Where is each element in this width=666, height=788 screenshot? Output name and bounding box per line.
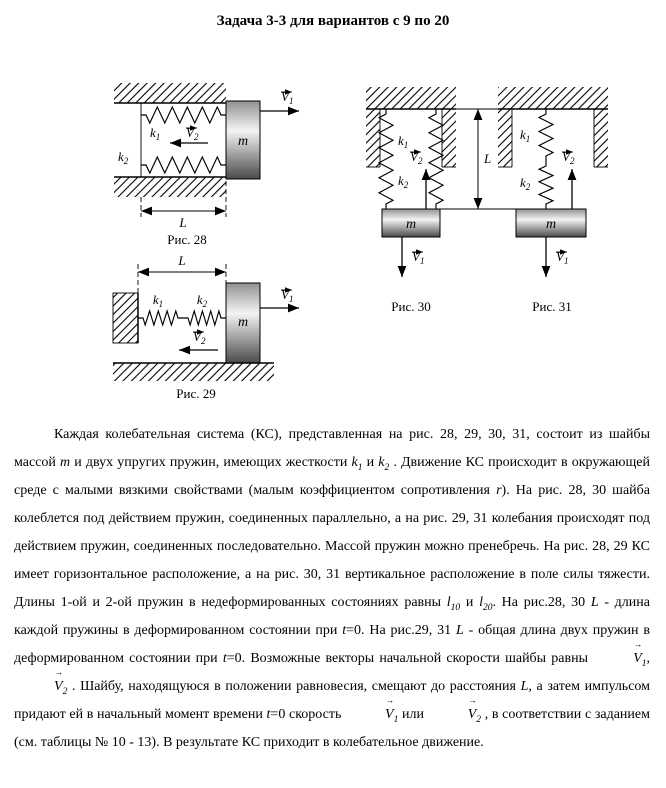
- figure-caption: Рис. 30: [391, 299, 430, 314]
- svg-text:V1: V1: [412, 249, 424, 266]
- dimension-L-group: L: [440, 108, 516, 210]
- wall-top-hatch: [114, 83, 226, 103]
- page-title: Задача 3-3 для вариантов с 9 по 20: [216, 13, 450, 29]
- vector-arrow: →: [633, 638, 643, 649]
- ceiling-hatch: [498, 87, 608, 109]
- vector-arrow: →: [54, 666, 64, 677]
- spring-k1: [537, 109, 555, 161]
- figure-29: L k1 k2 m V1 V2 Рис. 29: [112, 253, 299, 401]
- label-m: m: [546, 217, 556, 232]
- label-L: L: [483, 151, 491, 166]
- wall-left-hatch: [112, 292, 139, 344]
- svg-text:V1: V1: [281, 89, 293, 106]
- label-v2: V2: [562, 149, 575, 166]
- label-v1: V1: [281, 287, 293, 304]
- figure-30-group: k1 k2 V2 m V1 Рис. 30: [366, 87, 456, 314]
- label-k2: k2: [118, 149, 129, 166]
- svg-text:V2: V2: [410, 149, 423, 166]
- spring-k2: [427, 109, 445, 209]
- guide-wall-right: [594, 109, 608, 167]
- svg-text:V2: V2: [562, 149, 575, 166]
- spring-k1: [377, 109, 395, 209]
- document-page: Задача 3-3 для вариантов с 9 по 20: [0, 13, 666, 750]
- guide-wall-left: [498, 109, 512, 167]
- mass-block: [515, 208, 587, 238]
- figure-30-31: k1 k2 V2 m V1 Рис. 30: [366, 87, 608, 314]
- figure-caption: Рис. 29: [176, 386, 215, 401]
- spring-k2: [141, 155, 226, 175]
- spring-k1: [138, 309, 183, 327]
- label-k2: k2: [398, 173, 409, 190]
- label-k1: k1: [398, 133, 408, 150]
- label-k1: k1: [150, 125, 160, 142]
- mass-block: [381, 208, 441, 238]
- label-k2: k2: [197, 292, 208, 309]
- label-k1: k1: [520, 127, 530, 144]
- spring-k2: [183, 308, 226, 328]
- label-v2: V2: [186, 125, 199, 142]
- label-v1: V1: [412, 249, 424, 266]
- svg-text:V1: V1: [281, 287, 293, 304]
- svg-text:V1: V1: [556, 249, 568, 266]
- label-L: L: [178, 215, 186, 230]
- floor-hatch: [113, 363, 274, 381]
- label-v2: V2: [193, 329, 206, 346]
- label-m: m: [406, 217, 416, 232]
- label-m: m: [238, 315, 248, 330]
- svg-text:V2: V2: [193, 329, 206, 346]
- label-k2: k2: [520, 175, 531, 192]
- guide-wall-left: [366, 109, 380, 167]
- figure-28: k1 k2 V2 m V1 L Рис. 28: [114, 83, 299, 247]
- label-v1: V1: [556, 249, 568, 266]
- wall-bottom-hatch: [114, 177, 226, 197]
- ceiling-hatch: [366, 87, 456, 109]
- label-m: m: [238, 134, 248, 149]
- figure-caption: Рис. 28: [167, 232, 206, 247]
- mass-block: [225, 282, 261, 364]
- guide-wall-right: [442, 109, 456, 167]
- figure-31-group: k1 k2 V2 m V1 Рис. 31: [498, 87, 608, 314]
- spring-k1: [141, 105, 226, 125]
- label-v2: V2: [410, 149, 423, 166]
- label-k1: k1: [153, 292, 163, 309]
- label-v1: V1: [281, 89, 293, 106]
- problem-text: Каждая колебательная система (КС), предс…: [14, 427, 651, 750]
- label-L: L: [177, 253, 185, 268]
- figure-caption: Рис. 31: [532, 299, 571, 314]
- svg-text:V2: V2: [186, 125, 199, 142]
- figures-area: k1 k2 V2 m V1 L Рис. 28 L: [0, 31, 666, 403]
- mass-block: [225, 100, 261, 180]
- vector-arrow: →: [468, 694, 477, 705]
- spring-k2: [537, 161, 555, 209]
- vector-arrow: →: [385, 694, 395, 705]
